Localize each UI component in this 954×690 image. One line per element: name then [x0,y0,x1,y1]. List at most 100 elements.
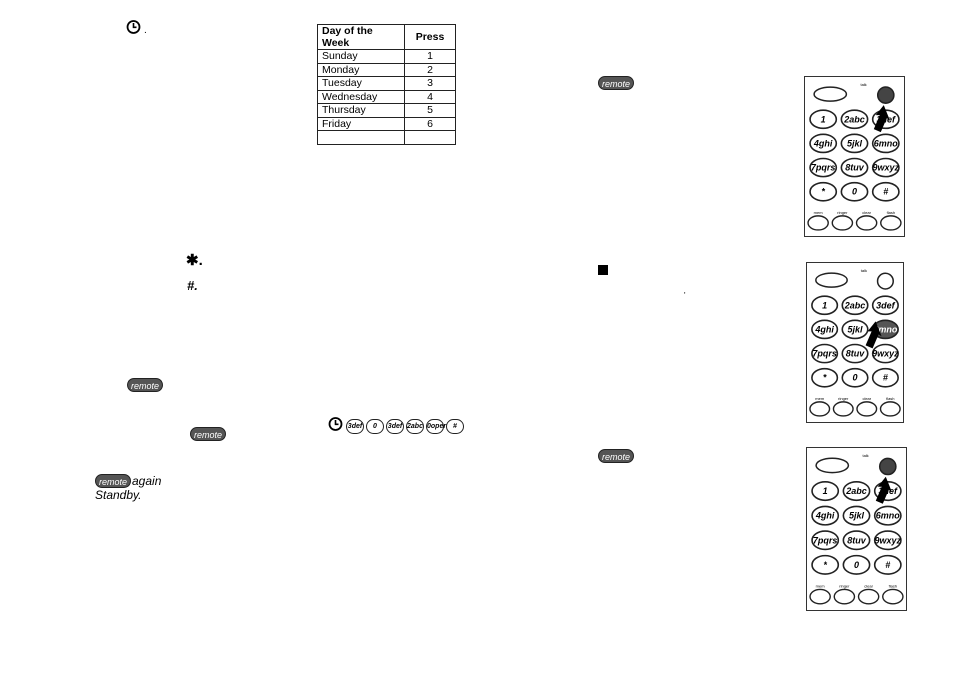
clock-icon [126,19,142,38]
pointer-arrow-icon [873,105,890,133]
svg-text:*: * [823,560,827,570]
keypad-key: 1 [811,481,840,502]
sequence-key: 3def [386,419,404,434]
sequence-key: 2abc [406,419,424,434]
keypad-key: 9wxyz [871,157,900,178]
svg-text:6mno: 6mno [874,138,899,148]
svg-text:0: 0 [854,560,859,570]
svg-text:3def: 3def [876,300,896,310]
remote-button-icon: remote [190,427,226,441]
svg-text:6mno: 6mno [876,511,901,521]
hash-key-glyph: #. [187,278,198,293]
svg-text:1: 1 [823,486,828,496]
svg-text:clear: clear [862,396,871,401]
keypad-top-label: talk [860,82,866,87]
keypad-key: 3def [871,295,899,316]
keypad-bottom-key: clear [856,396,878,417]
svg-text:#: # [883,187,888,197]
svg-text:2abc: 2abc [844,300,866,310]
keypad-key: 6mno [871,133,900,154]
keypad-bottom-key: ringer [832,396,854,417]
svg-text:ringer: ringer [837,210,848,215]
table-row [317,130,456,145]
keypad-key: 8tuv [842,530,871,551]
keypad-key: 9wxyz [873,530,902,551]
svg-text:ringer: ringer [838,396,849,401]
keypad-key: * [811,367,839,388]
keypad-bottom-key: clear [855,210,878,231]
keypad-top-label: talk [861,268,867,273]
remote-keypad-figure-3: talk12abc3def4ghi5jkl6mno7pqrs8tuv9wxyz*… [806,447,907,611]
keypad-key: 0 [842,554,871,575]
keypad-key: 0 [841,367,869,388]
svg-text:6mno: 6mno [873,324,898,334]
keypad-bottom-key: ringer [833,583,856,605]
svg-text:mem: mem [816,583,826,588]
keypad-key: 7pqrs [809,157,838,178]
keypad-bottom-key: ringer [831,210,854,231]
svg-text:8tuv: 8tuv [847,535,867,545]
keypad-bottom-key: mem [807,210,829,231]
svg-text:4ghi: 4ghi [815,511,835,521]
svg-text:clear: clear [862,210,871,215]
table-header-day: Day of the Week [317,24,405,50]
keypad-key: 1 [809,109,838,130]
keypad-key: # [871,181,900,202]
keypad-key: 1 [811,295,839,316]
sequence-key: 3def [346,419,364,434]
keypad-bottom-key: mem [809,583,831,605]
pointer-arrow-icon [875,476,892,504]
clock-icon [328,416,344,437]
svg-text:9wxyz: 9wxyz [875,535,902,545]
keypad-key: 8tuv [840,157,869,178]
svg-text:flash: flash [886,396,894,401]
keypad-key: 5jkl [840,133,869,154]
svg-text:1: 1 [822,300,827,310]
keypad-key: 7pqrs [811,530,840,551]
table-header-press: Press [404,24,456,50]
svg-text:*: * [823,373,827,383]
svg-text:2abc: 2abc [843,114,865,124]
svg-text:5jkl: 5jkl [849,511,865,521]
keypad-key: # [871,367,899,388]
again-text: again [132,474,162,488]
svg-text:4ghi: 4ghi [814,324,834,334]
remote-keypad-figure-1: talk12abc3def4ghi5jkl6mno7pqrs8tuv9wxyz*… [804,76,905,237]
keypad-key: 5jkl [841,319,869,340]
keypad-key: 8tuv [841,343,869,364]
svg-text:7pqrs: 7pqrs [812,349,837,359]
keypad-key: 7pqrs [811,343,839,364]
keypad-key: 2abc [841,295,869,316]
keypad-key: # [873,554,902,575]
remote-button-icon: remote [598,76,634,90]
remote-button-icon: remote [127,378,163,392]
svg-text:mem: mem [814,210,824,215]
sequence-key: 0 [366,419,384,434]
sequence-key: # [446,419,464,434]
keypad-key: 4ghi [809,133,838,154]
svg-text:5jkl: 5jkl [848,324,864,334]
keypad-key: 4ghi [811,505,840,526]
sequence-key: 0oper [426,419,446,434]
keypad-key: 2abc [840,109,869,130]
svg-text:#: # [885,560,890,570]
keypad-bottom-key: clear [857,583,880,605]
keypad-top-label: talk [862,453,868,458]
svg-text:#: # [883,373,888,383]
keypad-key: 2abc [842,481,871,502]
svg-text:2abc: 2abc [845,486,867,496]
svg-text:9wxyz: 9wxyz [872,349,899,359]
star-key-glyph: ✱. [186,252,203,269]
svg-text:9wxyz: 9wxyz [873,163,900,173]
svg-text:7pqrs: 7pqrs [813,535,838,545]
keypad-key: 5jkl [842,505,871,526]
remote-button-icon: remote [598,449,634,463]
svg-text:5jkl: 5jkl [847,138,863,148]
svg-text:*: * [821,187,825,197]
